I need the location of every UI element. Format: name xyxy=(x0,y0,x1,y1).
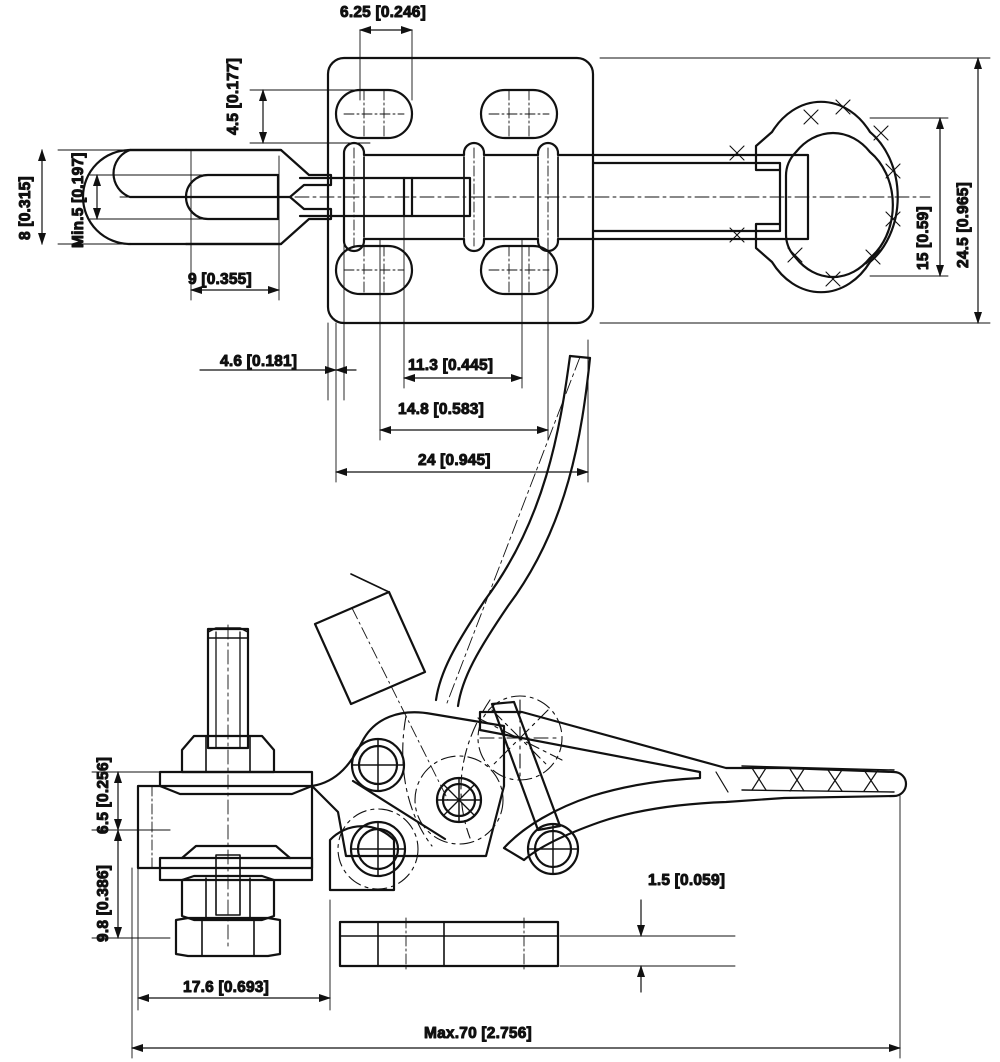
top-view-handle-arm xyxy=(592,161,782,233)
dimension-6-25 xyxy=(359,26,413,101)
dimension-24 xyxy=(335,322,589,483)
dimension-15 xyxy=(869,117,949,277)
dimension-label-1-5: 1.5 [0.059] xyxy=(648,872,725,889)
side-view-handle xyxy=(478,710,908,862)
dimension-max-70 xyxy=(131,795,901,1059)
pivot-pin xyxy=(349,820,407,878)
mounting-hole xyxy=(479,88,559,140)
dimension-9 xyxy=(190,149,280,301)
dimension-label-min5: Min.5 [0.197] xyxy=(70,152,87,248)
dimension-label-24: 24 [0.945] xyxy=(418,452,491,469)
dimension-label-8: 8 [0.315] xyxy=(17,176,34,240)
side-view-baseplate xyxy=(338,917,560,971)
mounting-hole xyxy=(479,244,559,296)
dimension-14-8 xyxy=(379,239,549,441)
dimension-17-6 xyxy=(137,867,331,1011)
dimension-24-5 xyxy=(599,57,991,324)
dimension-label-4-6: 4.6 [0.181] xyxy=(220,353,297,370)
top-view-linkage xyxy=(119,141,931,253)
dimension-label-max-70: Max.70 [2.756] xyxy=(424,1025,532,1042)
pivot-pin xyxy=(350,737,406,793)
dimension-label-9-8: 9.8 [0.386] xyxy=(95,865,112,942)
dimension-label-6-25: 6.25 [0.246] xyxy=(340,4,426,21)
dimension-8 xyxy=(38,149,201,245)
side-view-spindle xyxy=(206,624,250,951)
side-view-phantom-handle xyxy=(434,354,592,708)
dimension-11-3 xyxy=(403,215,523,389)
side-view-clamp-body xyxy=(136,784,314,882)
dimension-4-5 xyxy=(249,89,371,144)
dimension-label-17-6: 17.6 [0.693] xyxy=(183,979,269,996)
side-view-washer-top xyxy=(158,770,314,796)
dimension-label-11-3: 11.3 [0.445] xyxy=(408,357,493,374)
dimension-label-24-5: 24.5 [0.965] xyxy=(955,182,972,268)
dimension-9-8 xyxy=(91,829,171,939)
pivot-pin xyxy=(526,822,580,876)
dimension-label-9: 9 [0.355] xyxy=(188,271,252,288)
side-view-toggle-linkage xyxy=(310,695,580,892)
dimension-label-6-5: 6.5 [0.256] xyxy=(95,757,112,834)
side-view-phantom-link xyxy=(313,573,449,801)
dimension-label-14-8: 14.8 [0.583] xyxy=(398,401,484,418)
side-view-hex-nut-bottom xyxy=(174,916,282,958)
pivot-pin xyxy=(435,776,483,824)
mounting-hole xyxy=(334,244,414,296)
dimension-1-5 xyxy=(559,899,736,993)
dimension-label-4-5: 4.5 [0.177] xyxy=(225,58,242,135)
mounting-hole xyxy=(334,88,414,140)
top-view-handle-grip xyxy=(729,99,901,294)
dimension-min5 xyxy=(89,174,215,220)
dimension-label-15: 15 [0.59] xyxy=(915,206,932,270)
dimension-4-6 xyxy=(199,239,357,401)
top-view-baseplate xyxy=(326,56,595,325)
